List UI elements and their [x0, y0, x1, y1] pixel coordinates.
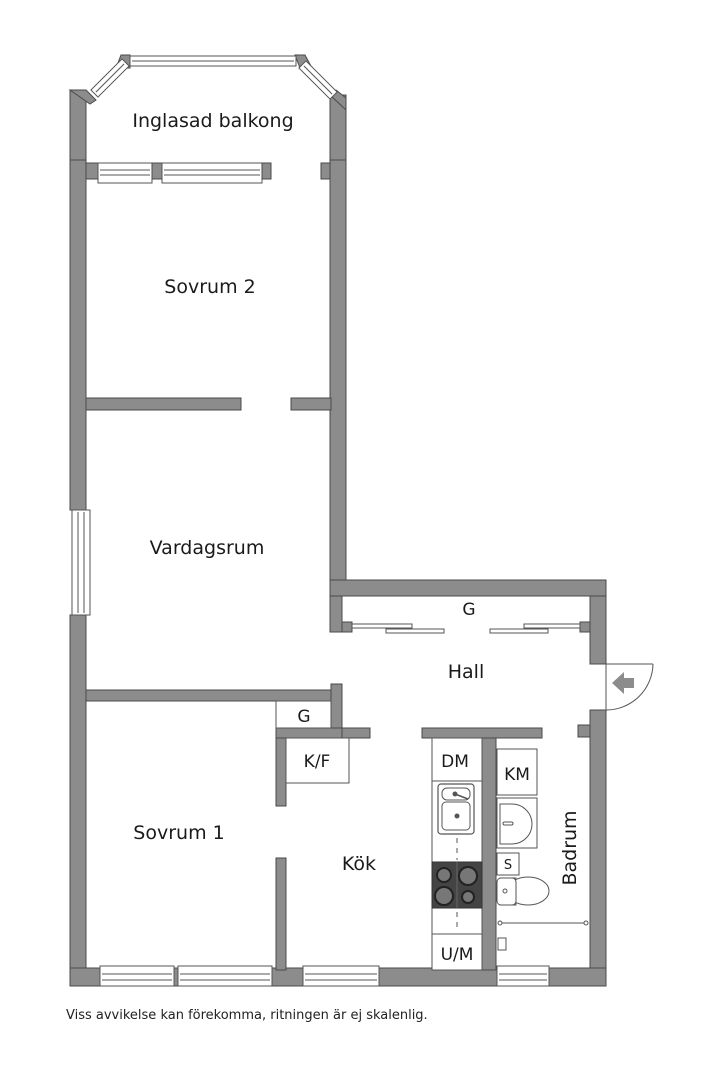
room-label-kitchen: Kök — [342, 853, 376, 875]
fixture-label-wardrobe: G — [297, 707, 310, 727]
entrance-door[interactable] — [605, 663, 654, 711]
room-label-bathroom: Badrum — [559, 810, 581, 885]
room-label-balcony: Inglasad balkong — [132, 110, 293, 132]
room-label-hall: Hall — [448, 661, 485, 683]
shower-mixer-icon — [497, 937, 507, 951]
room-label-living: Vardagsrum — [150, 537, 265, 559]
fixture-label-cabinet: S — [504, 858, 512, 873]
balcony-structure — [68, 54, 347, 184]
washbasin-icon — [499, 803, 533, 845]
entrance-arrow-icon — [612, 672, 634, 694]
room-label-bedroom2: Sovrum 2 — [164, 276, 255, 298]
fixture-label-dishwasher: DM — [441, 752, 469, 772]
fixture-label-fridge-freezer: K/F — [304, 752, 331, 772]
room-labels: Inglasad balkong Sovrum 2 Vardagsrum Hal… — [132, 110, 581, 965]
fixture-label-washing-machine: KM — [504, 765, 530, 785]
hall-wardrobe-doors — [351, 623, 581, 634]
closet-fixtures — [275, 700, 350, 784]
windows — [71, 509, 550, 987]
fixture-label-hall-wardrobe: G — [462, 600, 475, 620]
outer-walls — [69, 159, 607, 987]
interior-walls — [85, 397, 543, 971]
bathroom-fixtures — [496, 748, 589, 951]
fixture-label-microwave-oven: U/M — [441, 945, 474, 965]
disclaimer-text: Viss avvikelse kan förekomma, ritningen … — [66, 1008, 428, 1023]
kitchen-counter — [431, 737, 483, 971]
room-label-bedroom1: Sovrum 1 — [133, 822, 224, 844]
